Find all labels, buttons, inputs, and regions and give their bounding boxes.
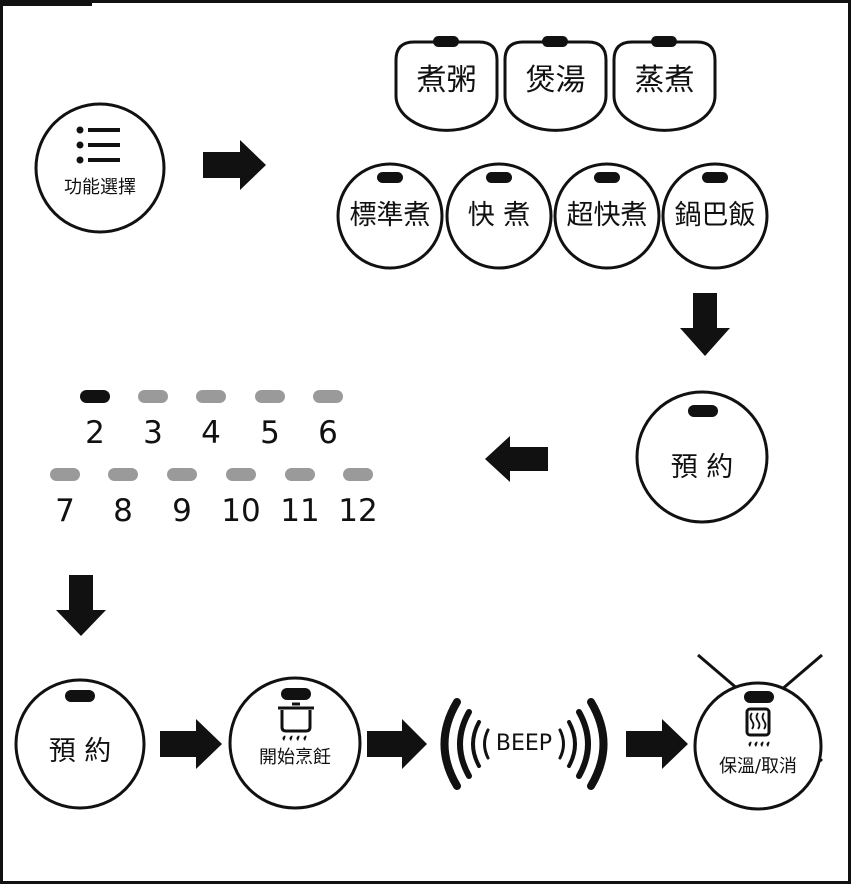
- arrow-down-1: [680, 293, 730, 356]
- preset-button-right: [635, 390, 769, 524]
- keep-warm-button: [693, 653, 823, 811]
- menu-select-label: 功能選擇: [64, 177, 136, 198]
- hour-7: 7: [55, 493, 75, 529]
- func-label-congee: 煮粥: [416, 63, 477, 98]
- arrow-down-2: [56, 575, 106, 636]
- preset-label-right: 預 約: [670, 452, 734, 483]
- frame-tab: [0, 0, 92, 6]
- func-label-quick: 快 煮: [467, 200, 531, 231]
- start-cooking-button: [228, 676, 362, 810]
- hour-pill-7: [50, 468, 80, 481]
- func-button-congee: [394, 36, 499, 132]
- hour-pill-12: [343, 468, 373, 481]
- func-label-steam: 蒸煮: [634, 63, 695, 98]
- func-button-quick: [445, 162, 553, 270]
- keep-warm-label: 保溫/取消: [718, 756, 798, 777]
- func-button-crispy-rice: [661, 162, 769, 270]
- list-icon: [76, 126, 120, 164]
- hour-11: 11: [280, 493, 320, 529]
- hour-8: 8: [113, 493, 133, 529]
- hour-indicators: [50, 390, 373, 481]
- hour-pill-5: [255, 390, 285, 403]
- hour-pill-11: [285, 468, 315, 481]
- hour-4: 4: [201, 415, 221, 451]
- pot-icon: [278, 702, 314, 741]
- arrow-right-4: [626, 719, 688, 769]
- hour-3: 3: [143, 415, 163, 451]
- hour-5: 5: [260, 415, 280, 451]
- hour-pill-6: [313, 390, 343, 403]
- menu-select-button: [34, 102, 166, 234]
- hour-10: 10: [221, 493, 261, 529]
- arrow-left-1: [485, 436, 548, 482]
- func-label-crispy-rice: 鍋巴飯: [674, 200, 756, 231]
- arrow-right-1: [203, 140, 266, 190]
- hour-pill-8: [108, 468, 138, 481]
- func-button-soup: [503, 36, 608, 132]
- func-label-super-quick: 超快煮: [566, 200, 648, 231]
- preset-button-bottom: [14, 678, 146, 810]
- hour-2: 2: [85, 415, 105, 451]
- arrow-right-2: [160, 719, 222, 769]
- hour-12: 12: [338, 493, 378, 529]
- arrow-right-3: [367, 719, 427, 769]
- hour-pill-3: [138, 390, 168, 403]
- hour-pill-10: [226, 468, 256, 481]
- hour-pill-9: [167, 468, 197, 481]
- hour-9: 9: [172, 493, 192, 529]
- beep-sound-waves: [440, 698, 608, 790]
- hour-6: 6: [318, 415, 338, 451]
- preset-label-bottom: 預 約: [48, 736, 112, 767]
- start-cooking-label: 開始烹飪: [259, 747, 331, 768]
- func-button-standard: [336, 162, 444, 270]
- func-button-steam: [612, 36, 717, 132]
- func-label-standard: 標準煮: [349, 200, 431, 231]
- steam-icon: [745, 707, 771, 747]
- hour-pill-2: [80, 390, 110, 403]
- hour-pill-4: [196, 390, 226, 403]
- beep-label: BEEP: [495, 731, 553, 756]
- func-label-soup: 煲湯: [525, 63, 586, 98]
- func-button-super-quick: [553, 162, 661, 270]
